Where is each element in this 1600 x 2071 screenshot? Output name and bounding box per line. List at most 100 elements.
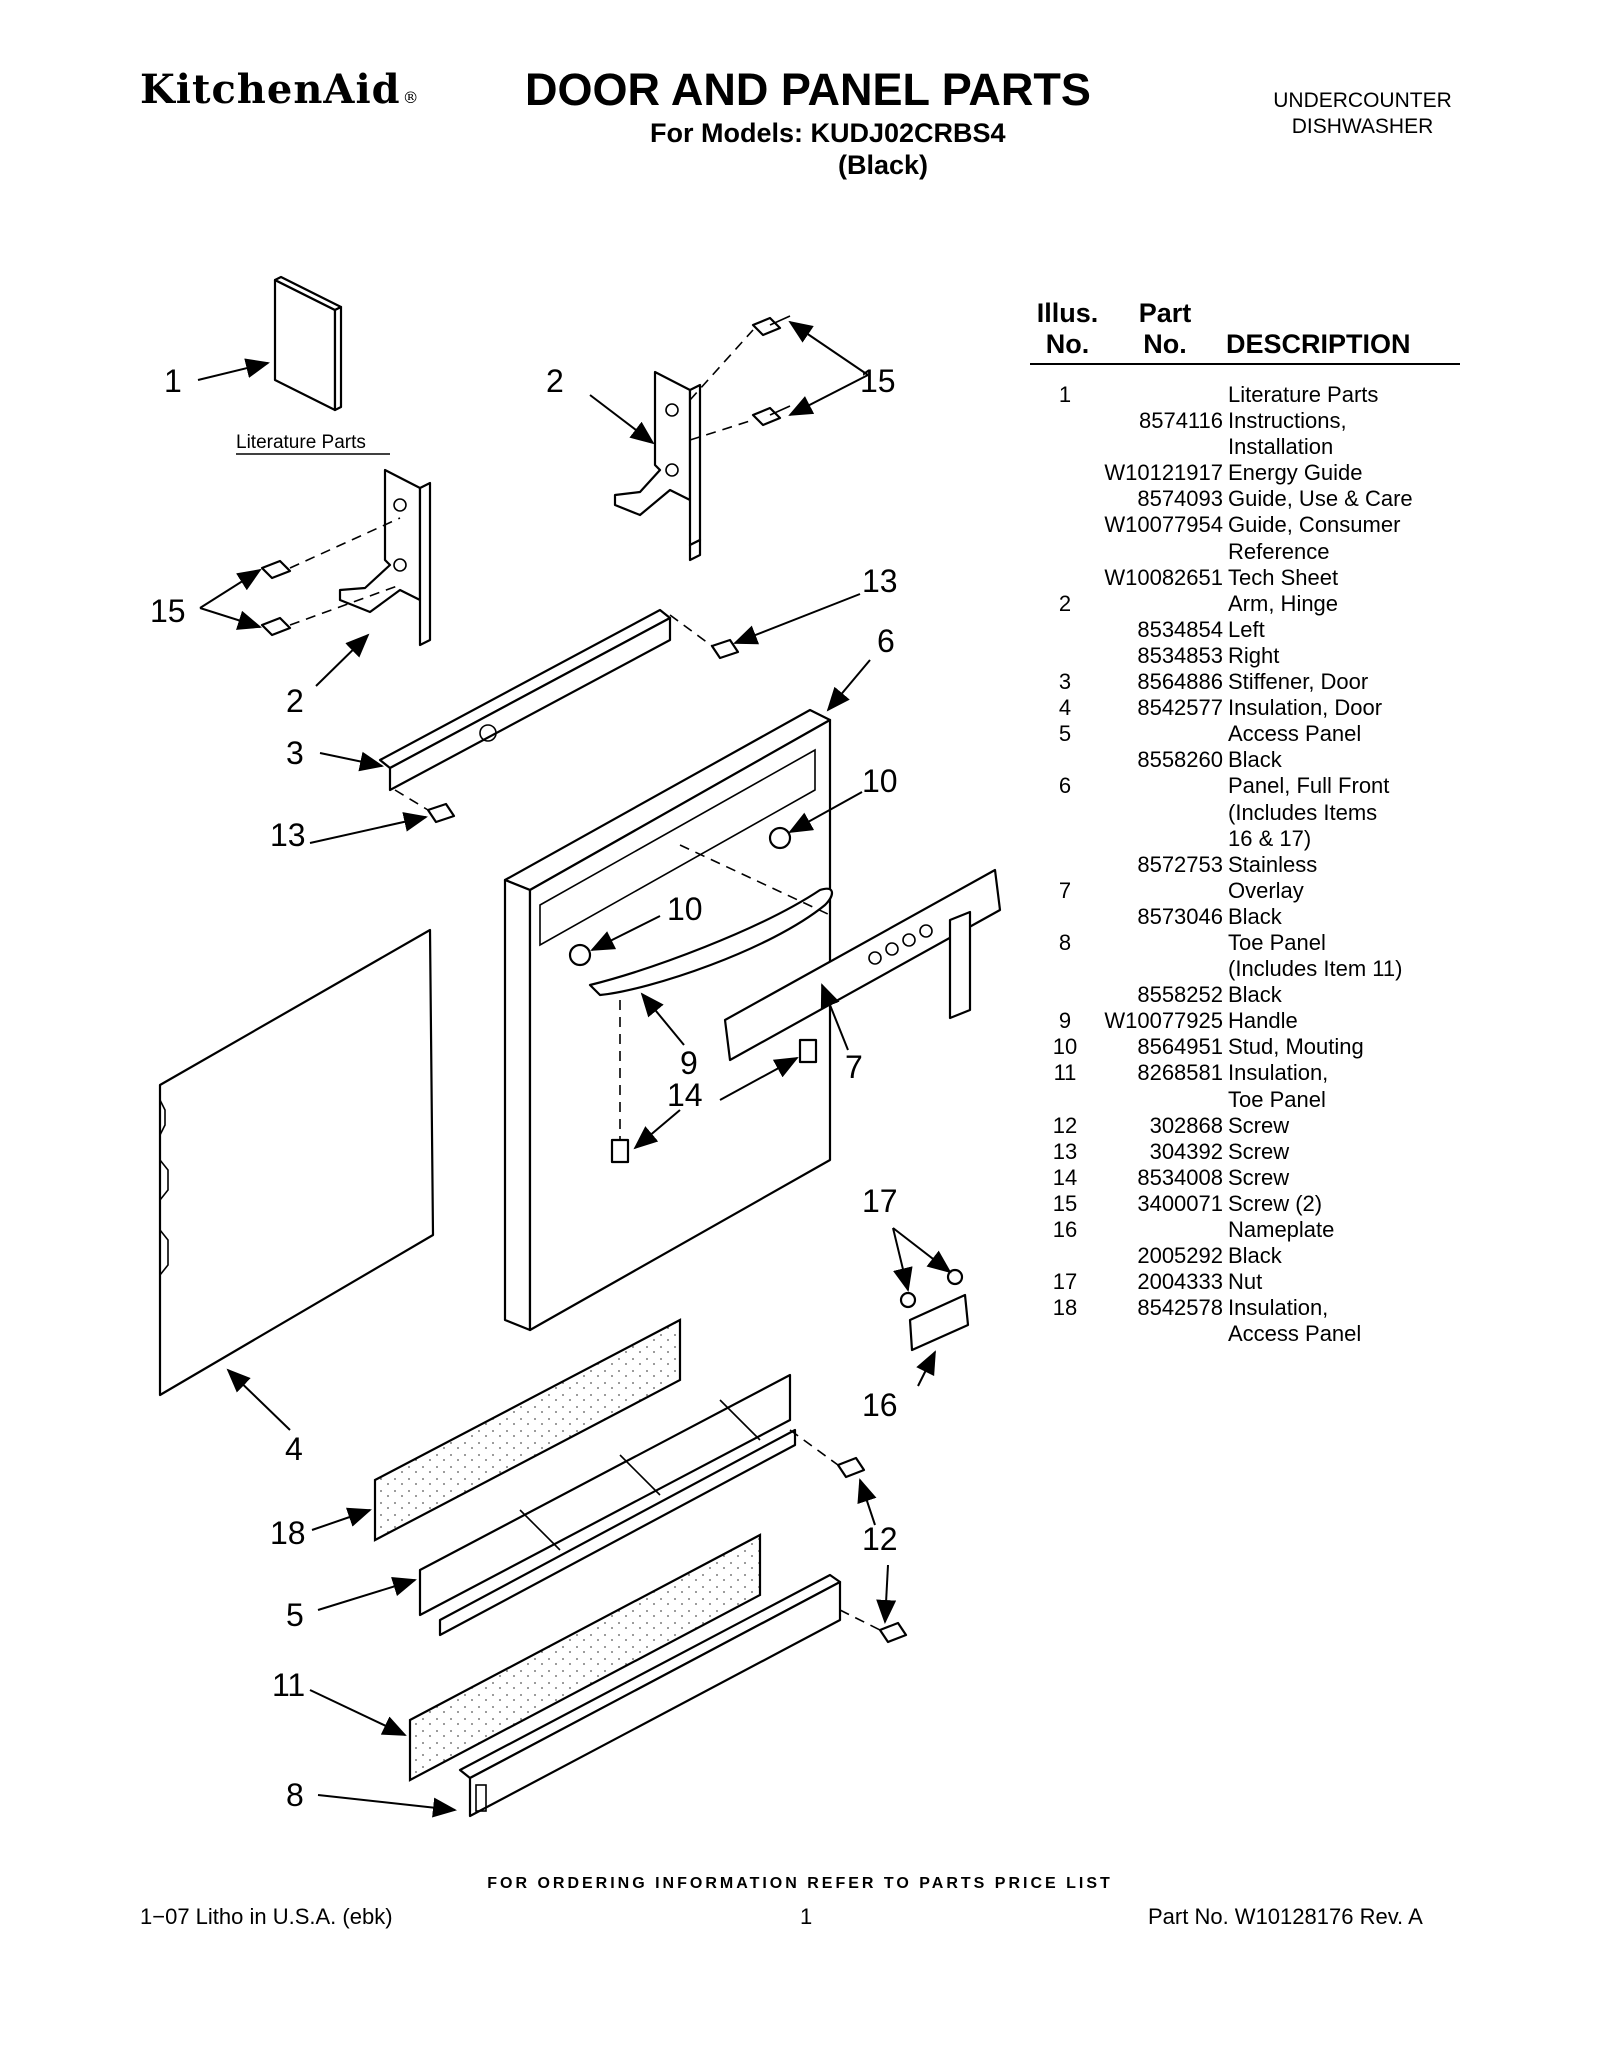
nut: [946, 1268, 964, 1286]
part-description: Tech Sheet: [1228, 564, 1339, 590]
callout-number: 2: [546, 363, 564, 399]
illus-number: 13: [1052, 1138, 1078, 1164]
part-description: Energy Guide: [1228, 460, 1363, 486]
exploded-parts-diagram: Literature Parts: [150, 275, 1002, 1818]
part-number: 8574116: [1138, 408, 1223, 434]
access-panel: [418, 1373, 797, 1637]
ordering-note: FOR ORDERING INFORMATION REFER TO PARTS …: [487, 1875, 1113, 1892]
part-number: 3400071: [1137, 1190, 1223, 1216]
part-description: Screw: [1228, 1164, 1290, 1190]
part-number: 8534853: [1137, 642, 1223, 668]
part-description: Nameplate: [1228, 1217, 1335, 1242]
door-handle: [588, 887, 833, 997]
part-number: 304392: [1149, 1138, 1223, 1164]
mounting-stud: [568, 943, 592, 967]
part-description: Black: [1228, 982, 1282, 1008]
part-number: 8574093: [1137, 486, 1223, 512]
callout-number: 10: [862, 763, 898, 799]
print-info: 1−07 Litho in U.S.A. (ebk): [140, 1904, 393, 1929]
header-line: Illus.: [1036, 298, 1099, 328]
part-number: 8558252: [1137, 982, 1223, 1008]
part-number: 2004333: [1137, 1269, 1223, 1295]
page-title: DOOR AND PANEL PARTS: [525, 64, 1091, 115]
callout-number: 17: [862, 1183, 898, 1219]
header-rule: [1030, 363, 1460, 365]
header-line: No.: [1045, 329, 1090, 359]
callout-number: 15: [150, 593, 186, 629]
illus-number: 9: [1058, 1008, 1072, 1034]
callout-number: 1: [164, 363, 182, 399]
part-description: Left: [1228, 616, 1265, 642]
part-description: Stainless: [1228, 851, 1318, 877]
door-stiffener: [378, 608, 672, 792]
illus-number: 17: [1052, 1269, 1078, 1295]
part-number: W10121917: [1104, 460, 1223, 486]
part-description: Installation: [1228, 434, 1334, 460]
brand-logo: KitchenAid®: [140, 66, 420, 113]
illus-number: 12: [1052, 1112, 1078, 1138]
part-description: Insulation,: [1228, 1060, 1329, 1086]
part-number: W10077954: [1104, 512, 1223, 538]
part-description: Toe Panel: [1228, 1086, 1326, 1112]
part-description: Insulation, Door: [1228, 695, 1383, 721]
part-description: Black: [1228, 747, 1282, 773]
illus-number: 5: [1058, 721, 1072, 747]
illus-number: 1: [1058, 382, 1072, 407]
screw-13-right: [710, 638, 740, 660]
nut: [899, 1291, 917, 1309]
callout-number: 18: [270, 1515, 306, 1551]
column-header-illus: Illus. No.: [1030, 298, 1105, 360]
literature-booklet: [273, 275, 343, 412]
illus-number: 11: [1053, 1060, 1077, 1086]
part-number: 8564951: [1137, 1034, 1223, 1060]
screw-12-upper: [836, 1456, 866, 1479]
column-header-part: Part No.: [1105, 298, 1225, 360]
callout-number: 6: [877, 623, 895, 659]
illus-number: 2: [1058, 590, 1072, 616]
part-number: 8542578: [1137, 1295, 1223, 1321]
document-part-number: Part No. W10128176 Rev. A: [1148, 1904, 1423, 1929]
registered-mark: ®: [402, 88, 420, 107]
dash-line: [789, 1429, 839, 1466]
page-number: 1: [800, 1904, 813, 1929]
control-overlay: [723, 868, 1002, 1062]
part-description: Black: [1228, 903, 1282, 929]
part-number: 8268581: [1137, 1060, 1223, 1086]
part-description: Nut: [1228, 1269, 1263, 1295]
illus-number: 10: [1052, 1034, 1078, 1060]
callout-number: 5: [286, 1597, 304, 1633]
mounting-stud: [768, 826, 792, 850]
header-line: No.: [1143, 329, 1187, 359]
part-description: Screw: [1228, 1138, 1290, 1164]
part-description: Access Panel: [1228, 721, 1362, 747]
illus-number: 3: [1058, 669, 1072, 695]
product-type: UNDERCOUNTER DISHWASHER: [1245, 88, 1480, 140]
callout-number: 13: [862, 563, 898, 599]
part-number: 8558260: [1137, 747, 1223, 773]
part-description: Instructions,: [1228, 408, 1347, 434]
dash-line: [394, 789, 429, 811]
screw-14: [798, 1038, 818, 1064]
part-description: 16 & 17): [1228, 825, 1312, 851]
screw-15-lower-a: [260, 559, 292, 580]
part-number: 8534854: [1137, 616, 1223, 642]
part-description: Stiffener, Door: [1228, 669, 1369, 695]
table-row: Toe Panel: [1030, 1087, 1460, 1113]
model-number: For Models: KUDJ02CRBS4: [650, 118, 1006, 148]
illus-number: 7: [1058, 877, 1072, 903]
dash-line: [679, 844, 831, 916]
